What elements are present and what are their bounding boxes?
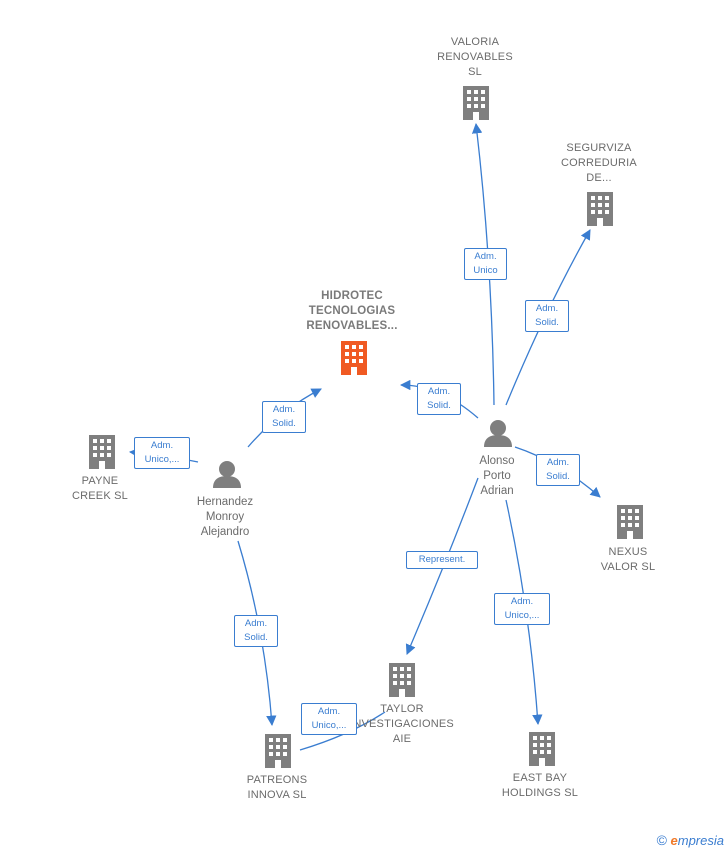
copyright-icon: © (656, 832, 667, 848)
label-line: Alejandro (200, 526, 250, 538)
label-line: VALOR SL (600, 561, 656, 573)
label-line: HOLDINGS SL (501, 787, 579, 799)
label-line: Monroy (205, 511, 245, 523)
label-line: TECNOLOGIAS (308, 305, 396, 317)
edge-label-line: Solid. (546, 471, 570, 482)
label-line: SL (468, 66, 482, 78)
node-label-taylor[interactable]: TAYLOR INVESTIGACIONES AIE (337, 702, 467, 747)
label-line: RENOVABLES... (306, 320, 398, 332)
label-line: VALORIA (450, 36, 500, 48)
label-line: PAYNE (81, 475, 119, 487)
edge-label-hernandez-patreons[interactable]: Adm. Solid. (234, 615, 278, 647)
edge-label-alonso-segurviza[interactable]: Adm. Solid. (525, 300, 569, 332)
building-icon[interactable] (341, 341, 367, 375)
node-label-valoria[interactable]: VALORIA RENOVABLES SL (410, 35, 540, 80)
building-icon[interactable] (617, 505, 643, 539)
person-icon[interactable] (213, 461, 241, 488)
label-line: DE... (586, 172, 612, 184)
edge-label-line: Unico (473, 265, 498, 276)
label-line: SEGURVIZA (566, 142, 632, 154)
edge-label-alonso-nexus[interactable]: Adm. Solid. (536, 454, 580, 486)
person-label-hernandez[interactable]: Hernandez Monroy Alejandro (170, 495, 280, 540)
brand-name: mpresia (677, 833, 724, 848)
label-line: Porto (483, 470, 511, 482)
edge-label-line: Unico,... (144, 454, 180, 465)
label-line: PATREONS (246, 774, 308, 786)
label-line: HIDROTEC (321, 290, 383, 302)
edge-label-alonso-valoria[interactable]: Adm. Unico (464, 248, 507, 280)
edge-label-alonso-hidrotec[interactable]: Adm. Solid. (417, 383, 461, 415)
label-line: Alonso (479, 455, 515, 467)
footer-brand[interactable]: © empresia (657, 832, 724, 848)
label-line: EAST BAY (512, 772, 568, 784)
node-label-eastbay[interactable]: EAST BAY HOLDINGS SL (475, 771, 605, 801)
node-label-segurviza[interactable]: SEGURVIZA CORREDURIA DE... (534, 141, 664, 186)
edge-label-hernandez-payne[interactable]: Adm. Unico,... (134, 437, 190, 469)
edge-label-line: Unico,... (311, 720, 347, 731)
label-line: RENOVABLES (437, 51, 513, 63)
edge-label-line: Represent. (418, 554, 466, 565)
building-icon[interactable] (89, 435, 115, 469)
edge-label-line: Adm. (546, 457, 570, 468)
edge-label-line: Adm. (535, 303, 559, 314)
edge-label-line: Solid. (244, 632, 268, 643)
node-label-nexus[interactable]: NEXUS VALOR SL (563, 545, 693, 575)
brand-initial: e (670, 833, 678, 848)
edge-label-line: Adm. (244, 618, 268, 629)
building-icon[interactable] (587, 192, 613, 226)
building-icon[interactable] (529, 732, 555, 766)
edge-label-patreons-taylor[interactable]: Adm. Unico,... (301, 703, 357, 735)
label-line: Adrian (480, 485, 514, 497)
edge-label-alonso-eastbay[interactable]: Adm. Unico,... (494, 593, 550, 625)
person-label-alonso[interactable]: Alonso Porto Adrian (442, 454, 552, 499)
label-line: INVESTIGACIONES (350, 718, 454, 730)
person-icon[interactable] (484, 420, 512, 447)
edge-label-line: Adm. (150, 440, 174, 451)
building-icon[interactable] (463, 86, 489, 120)
label-line: CORREDURIA (561, 157, 637, 169)
edge-label-hernandez-hidrotec[interactable]: Adm. Solid. (262, 401, 306, 433)
edge-label-line: Adm. (317, 706, 341, 717)
edge-label-line: Adm. (427, 386, 451, 397)
label-line: Hernandez (196, 496, 254, 508)
edge-label-line: Solid. (427, 400, 451, 411)
building-icon[interactable] (389, 663, 415, 697)
node-label-payne[interactable]: PAYNE CREEK SL (35, 474, 165, 504)
edge-label-line: Solid. (272, 418, 296, 429)
edge-label-line: Adm. (510, 596, 534, 607)
building-icon[interactable] (265, 734, 291, 768)
edge-label-line: Adm. (474, 251, 497, 262)
label-line: INNOVA SL (247, 789, 307, 801)
label-line: CREEK SL (71, 490, 128, 502)
edge-label-line: Adm. (272, 404, 296, 415)
edge-label-line: Unico,... (504, 610, 540, 621)
node-label-patreons[interactable]: PATREONS INNOVA SL (212, 773, 342, 803)
edge-label-alonso-taylor[interactable]: Represent. (406, 551, 478, 569)
label-line: NEXUS (608, 546, 648, 558)
node-label-hidrotec[interactable]: HIDROTEC TECNOLOGIAS RENOVABLES... (287, 289, 417, 334)
label-line: TAYLOR (380, 703, 424, 715)
label-line: AIE (392, 733, 412, 745)
edge-label-line: Solid. (535, 317, 559, 328)
